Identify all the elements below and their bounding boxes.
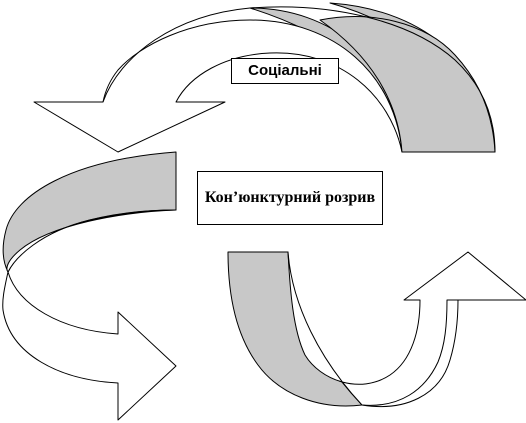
center-label: Кон’юнктурний розрив (204, 189, 376, 207)
bottom-right-arrow (227, 251, 526, 407)
left-arrow (2, 151, 177, 421)
left-arrow-band (6, 209, 177, 273)
social-label-box: Соціальні (231, 58, 339, 84)
bottom-right-arrow-band-shade (227, 251, 363, 407)
bottom-right-arrow-outer-arc (361, 299, 459, 407)
left-arrow-tail (2, 271, 177, 421)
social-label: Соціальні (248, 62, 322, 79)
center-label-box: Кон’юнктурний розрив (197, 171, 383, 225)
top-arrow-outer-arc (102, 6, 496, 153)
top-arrow-band-rear (319, 16, 496, 153)
top-arrow (33, 2, 496, 153)
bottom-right-arrow-band (287, 251, 526, 406)
top-arrow-band (33, 19, 403, 153)
